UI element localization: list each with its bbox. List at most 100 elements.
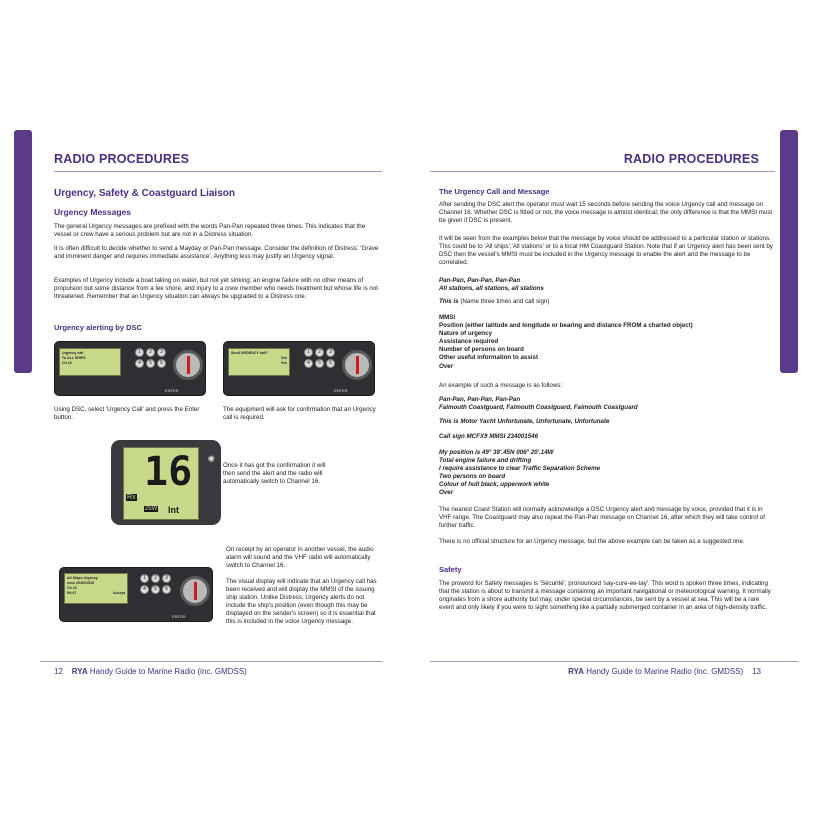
header-rule [54,171,382,172]
radio-keypad: 1 2 3 4 5 6 [135,348,166,368]
format-bold: This is [439,298,459,305]
paragraph: The general Urgency messages are prefixe… [54,223,366,239]
lcd-line: All Ships Urgency [67,576,98,580]
footer-brand: RYA [71,667,88,676]
lcd-line: 09:47 [67,591,77,595]
rotary-knob [173,350,203,380]
paragraph: There is no official structure for an Ur… [439,538,745,545]
lcd-line: Send URGENCY call? [231,351,268,355]
lcd-line: Accept [113,591,125,595]
key: 6 [326,359,335,368]
key: 1 [135,348,144,357]
example-text: Call sign MCFX9 MMSI 234001546 [439,433,539,440]
subsection-title: Urgency Messages [54,207,132,217]
format-line: Pan-Pan, Pan-Pan, Pan-Pan [439,277,521,284]
example-block: Pan-Pan, Pan-Pan, Pan-Pan Falmouth Coast… [439,396,775,412]
example-line: My position is 49° 38'.45N 006° 20'.14W [439,449,554,456]
right-page: RADIO PROCEDURES The Urgency Call and Me… [430,0,798,814]
dsc-radio-1: Urgency call To ALL SHIPS Ch 16 1 2 3 4 … [54,341,206,396]
list-item: Number of persons on board [439,346,524,354]
footer-rule [430,661,798,662]
rx-indicator: Rx [126,494,137,501]
list-item: Nature of urgency [439,330,492,338]
lcd-line: Urgency call [62,351,84,355]
key: 3 [157,348,166,357]
key: 2 [146,348,155,357]
key: 6 [162,585,171,594]
header-rule [430,171,775,172]
key: 1 [140,574,149,583]
dsc-radio-2: Send URGENCY call? Yes Yes 1 2 3 4 5 6 E… [223,341,375,396]
example-line: Pan-Pan, Pan-Pan, Pan-Pan [439,396,521,403]
key: 4 [135,359,144,368]
enter-label: ENTER [334,388,348,393]
example-line: I require assistance to clear Traffic Se… [439,465,601,473]
dsc-title: Urgency alerting by DSC [54,323,142,332]
key: 3 [162,574,171,583]
radio-keypad: 1 2 3 4 5 6 [304,348,335,368]
page-number: 13 [752,667,761,676]
example-line: Falmouth Coastguard, Falmouth Coastguard… [439,404,638,412]
lcd-line: To ALL SHIPS [62,356,86,360]
key: 4 [304,359,313,368]
example-line: Colour of hull black, upperwork white [439,481,550,489]
footer-title: Handy Guide to Marine Radio (inc. GMDSS) [586,667,744,676]
list-item: Over [439,362,454,370]
list-item: Position (either latitude and longitude … [439,322,693,330]
footer-title: Handy Guide to Marine Radio (inc. GMDSS) [89,667,247,676]
channel-number: 16 [144,449,193,495]
enter-label: ENTER [172,614,186,619]
key: 6 [157,359,166,368]
page-number: 12 [54,667,63,676]
section-title: The Urgency Call and Message [439,187,550,196]
knob-needle [355,356,359,374]
caption: Once it has got the confirmation it will… [223,462,326,486]
format-block: Pan-Pan, Pan-Pan, Pan-Pan All stations, … [439,277,775,293]
paragraph: The proword for Safety messages is 'Sécu… [439,580,771,612]
page-tab-left [14,130,32,373]
power-indicator: 25W [144,506,159,512]
page-tab-right [780,130,798,373]
example-block: My position is 49° 38'.45N 006° 20'.14W … [439,449,775,498]
section-title: Urgency, Safety & Coastguard Liaison [54,188,235,199]
left-page: RADIO PROCEDURES Urgency, Safety & Coast… [40,0,382,814]
example-line: This is Motor Yacht Unfortunate, Unfortu… [439,418,775,426]
lcd-line: xxxx 234001515 [67,581,94,585]
caption: Using DSC, select 'Urgency Call' and pre… [54,406,200,422]
format-rest: (Name three times and call sign) [460,298,550,305]
list-item: Other useful information to assist [439,354,539,362]
paragraph: Examples of Urgency include a boat takin… [54,277,378,301]
dsc-radio-3: All Ships Urgency xxxx 234001515 Ch 16 0… [59,567,213,622]
key: 1 [304,348,313,357]
paragraph: It will be seen from the examples below … [439,235,773,267]
format-line: This is (Name three times and call sign) [439,298,775,306]
page-header: RADIO PROCEDURES [54,152,190,166]
rotary-knob [342,350,372,380]
key: 4 [140,585,149,594]
radio-lcd: Send URGENCY call? Yes Yes [228,348,290,376]
caption: On receipt by an operator in another ves… [226,546,374,570]
channel-lcd: 16 Rx 25W Int [123,447,199,520]
rotary-knob [180,576,210,606]
knob-needle [186,356,190,374]
example-line: Two persons on board [439,473,506,481]
paragraph: After sending the DSC alert the operator… [439,201,773,225]
footer-brand: RYA [568,667,585,676]
example-line: Call sign MCFX9 MMSI 234001546 [439,433,775,441]
channel-display: 16 Rx 25W Int ✺ [111,440,221,525]
radio-lcd: Urgency call To ALL SHIPS Ch 16 [59,348,121,376]
paragraph: It is often difficult to decide whether … [54,245,379,261]
radio-keypad: 1 2 3 4 5 6 [140,574,171,594]
key: 5 [151,585,160,594]
knob-needle [193,582,197,600]
lcd-line: Ch 16 [67,586,77,590]
key: 5 [315,359,324,368]
key: 3 [326,348,335,357]
example-text: This is Motor Yacht Unfortunate, Unfortu… [439,418,610,425]
key: 2 [315,348,324,357]
paragraph: The nearest Coast Station will normally … [439,506,765,530]
page-header: RADIO PROCEDURES [623,152,759,166]
caption: The equipment will ask for confirmation … [223,406,376,422]
key: 5 [146,359,155,368]
footer: 12 RYA Handy Guide to Marine Radio (inc.… [54,667,247,676]
